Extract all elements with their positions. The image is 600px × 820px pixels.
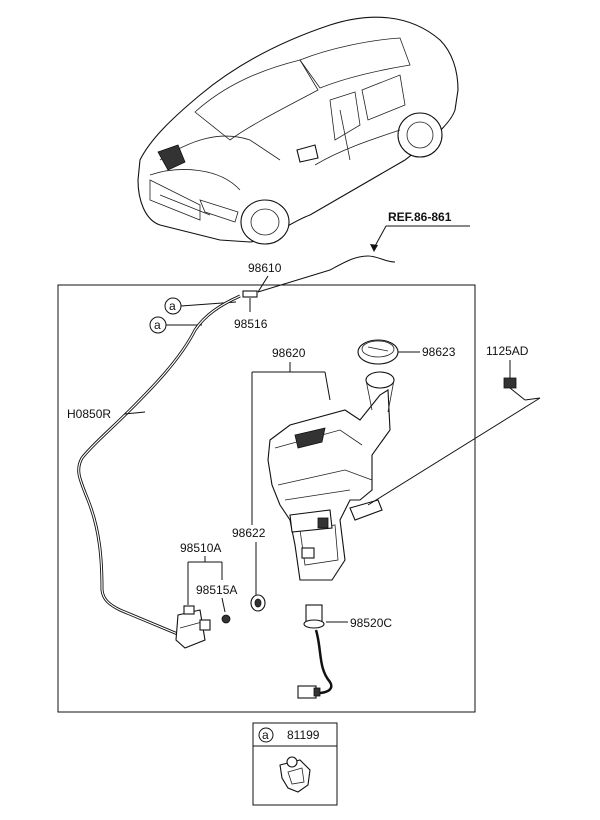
svg-text:a: a (262, 728, 269, 742)
svg-text:a: a (154, 318, 161, 332)
reference-callout: REF.86-861 (329, 210, 470, 271)
label-hose-main: 98610 (248, 261, 282, 275)
label-level-sensor: 98520C (350, 616, 392, 630)
clip-inset: a 81199 (252, 722, 338, 806)
label-clip: 81199 (287, 728, 320, 742)
grommet-part (250, 594, 266, 612)
bolt-part (503, 377, 526, 401)
label-bolt: 1125AD (486, 344, 529, 358)
clip-part (279, 756, 311, 793)
level-sensor (297, 604, 333, 699)
front-wheel (240, 199, 290, 245)
label-reservoir: 98620 (272, 346, 306, 360)
label-pump-assy: 98510A (180, 541, 221, 555)
washer-reservoir (267, 371, 395, 581)
reservoir-cap (357, 339, 420, 365)
rear-wheel (397, 112, 443, 158)
seal-part (221, 614, 231, 624)
washer-pump (175, 605, 211, 649)
label-seal: 98515A (196, 583, 237, 597)
label-grommet: 98622 (232, 526, 266, 540)
label-cap: 98623 (422, 345, 456, 359)
nozzle-part (242, 290, 258, 298)
svg-text:a: a (169, 299, 176, 313)
car-illustration (137, 16, 459, 245)
assembly-frame (57, 284, 476, 713)
label-nozzle: 98516 (234, 317, 268, 331)
label-hose-r: H0850R (67, 407, 111, 421)
reference-label: REF.86-861 (388, 210, 452, 224)
